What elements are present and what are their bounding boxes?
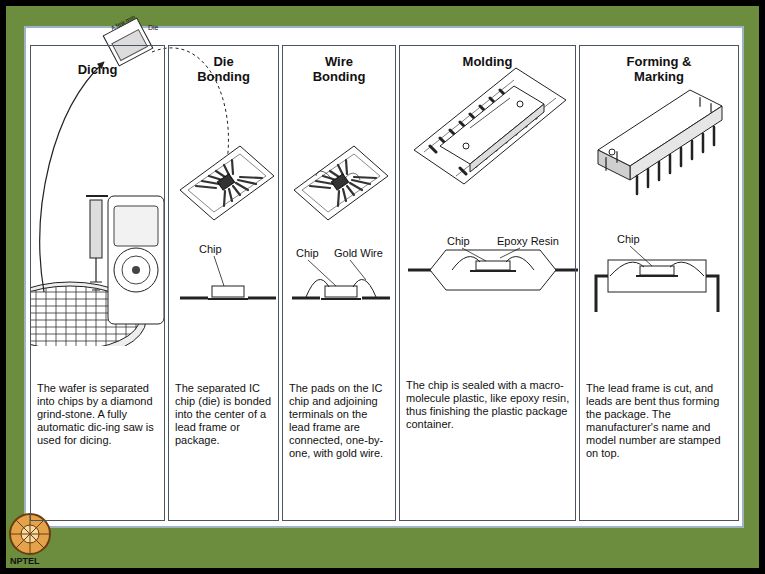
illustration-part xyxy=(430,250,556,290)
illustration-part xyxy=(606,98,711,170)
illustration-part xyxy=(325,286,357,297)
forming-illustration xyxy=(596,90,722,312)
illustration-part xyxy=(470,98,510,128)
step-description: The separated IC chip (die) is bonded in… xyxy=(175,382,274,447)
illustration-part xyxy=(637,127,714,194)
part-label: Chip xyxy=(617,234,640,245)
illustration-part xyxy=(636,275,678,277)
step-description: The lead frame is cut, and leads are ben… xyxy=(586,382,734,460)
illustration-part xyxy=(470,270,516,272)
illustration-part xyxy=(86,195,108,197)
process-step-box: MoldingThe chip is sealed with a macro-m… xyxy=(399,45,576,521)
illustration-part xyxy=(452,257,534,270)
illustration-part xyxy=(517,101,523,107)
illustration-part xyxy=(630,106,722,180)
illustration-part xyxy=(114,206,158,246)
part-label: Chip xyxy=(296,248,319,259)
step-description: The pads on the IC chip and adjoining te… xyxy=(289,382,391,460)
illustration-part xyxy=(294,146,388,220)
illustration-part xyxy=(476,261,510,270)
illustration-part xyxy=(321,298,361,300)
illustration-part xyxy=(180,146,274,220)
illustration-part xyxy=(212,286,244,297)
step-description: The wafer is separated into chips by a d… xyxy=(37,382,160,447)
part-label: Die xyxy=(148,24,159,31)
die-bonding-illustration xyxy=(180,146,276,299)
process-step-box: DicingThe wafer is separated into chips … xyxy=(30,45,165,521)
part-label: Chip xyxy=(447,236,470,247)
step-heading: Molding xyxy=(413,54,563,69)
illustration-part xyxy=(470,104,544,172)
illustration-part xyxy=(90,200,102,258)
part-label: Gold Wire xyxy=(334,248,383,259)
illustration-part xyxy=(640,266,674,275)
illustration-part xyxy=(90,258,102,290)
illustration-part xyxy=(122,256,150,284)
illustration-part xyxy=(40,62,104,292)
illustration-part xyxy=(208,298,248,300)
illustration-part xyxy=(598,150,630,180)
illustration-part xyxy=(424,80,556,176)
illustration-part xyxy=(308,260,366,286)
illustration-part xyxy=(462,248,520,261)
part-label: Chip xyxy=(199,244,222,255)
process-step-box: Die BondingThe separated IC chip (die) i… xyxy=(168,45,279,521)
illustration-part xyxy=(306,279,376,297)
logo-text: NPTEL xyxy=(10,557,40,566)
step-heading: Die Bonding xyxy=(194,54,254,84)
molding-illustration xyxy=(408,68,578,290)
step-heading: Forming & Marking xyxy=(619,54,699,84)
wire-bonding-illustration xyxy=(292,146,390,299)
step-description: The chip is sealed with a macro-molecule… xyxy=(406,379,571,431)
illustration-part xyxy=(610,262,704,276)
step-heading: Wire Bonding xyxy=(309,54,369,84)
illustration-part xyxy=(114,248,158,292)
illustration-part xyxy=(609,149,615,155)
illustration-part xyxy=(108,196,164,324)
illustration-part xyxy=(132,266,140,274)
illustration-part xyxy=(463,143,469,149)
process-step-box: Wire BondingThe pads on the IC chip and … xyxy=(282,45,396,521)
content-panel xyxy=(25,27,743,527)
part-label: Epoxy Resin xyxy=(497,236,559,247)
slide-background xyxy=(6,6,759,568)
step-heading: Dicing xyxy=(38,62,158,77)
illustration-part xyxy=(630,246,652,266)
illustration-part xyxy=(316,171,360,182)
illustration-part xyxy=(414,68,566,184)
illustration-part xyxy=(608,260,706,292)
process-step-box: Forming & MarkingThe lead frame is cut, … xyxy=(579,45,739,521)
illustration-part xyxy=(214,256,224,286)
